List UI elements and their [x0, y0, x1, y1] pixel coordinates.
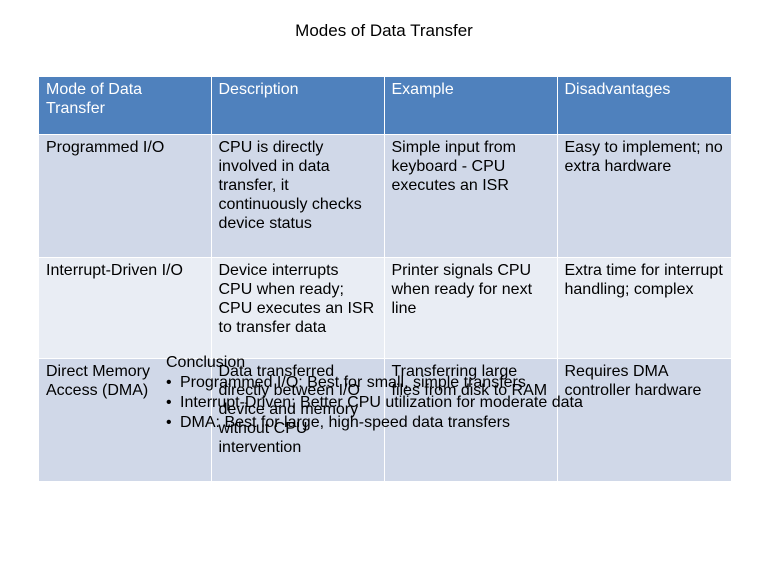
- cell-example: Simple input from keyboard - CPU execute…: [384, 134, 558, 258]
- conclusion-bullet: Programmed I/O: Best for small, simple t…: [166, 373, 583, 393]
- cell-disadvantages: Extra time for interrupt handling; compl…: [557, 257, 732, 359]
- cell-disadvantages: Requires DMA controller hardware: [557, 358, 732, 482]
- cell-description: Device interrupts CPU when ready; CPU ex…: [211, 257, 385, 359]
- cell-mode: Interrupt-Driven I/O: [39, 257, 212, 359]
- table-header-row: Mode of Data Transfer Description Exampl…: [39, 77, 732, 135]
- table-row: Interrupt-Driven I/O Device interrupts C…: [39, 257, 732, 359]
- header-description: Description: [211, 77, 385, 135]
- cell-disadvantages: Easy to implement; no extra hardware: [557, 134, 732, 258]
- conclusion-textbox: Conclusion Programmed I/O: Best for smal…: [166, 353, 583, 433]
- conclusion-heading: Conclusion: [166, 354, 246, 371]
- slide-title: Modes of Data Transfer: [295, 21, 473, 40]
- cell-example: Printer signals CPU when ready for next …: [384, 257, 558, 359]
- header-disadvantages: Disadvantages: [557, 77, 732, 135]
- conclusion-bullet-list: Programmed I/O: Best for small, simple t…: [166, 373, 583, 433]
- conclusion-bullet: DMA: Best for large, high-speed data tra…: [166, 413, 583, 433]
- header-mode: Mode of Data Transfer: [39, 77, 212, 135]
- header-example: Example: [384, 77, 558, 135]
- cell-description: CPU is directly involved in data transfe…: [211, 134, 385, 258]
- table-row: Programmed I/O CPU is directly involved …: [39, 134, 732, 258]
- cell-mode: Programmed I/O: [39, 134, 212, 258]
- conclusion-bullet: Interrupt-Driven: Better CPU utilization…: [166, 393, 583, 413]
